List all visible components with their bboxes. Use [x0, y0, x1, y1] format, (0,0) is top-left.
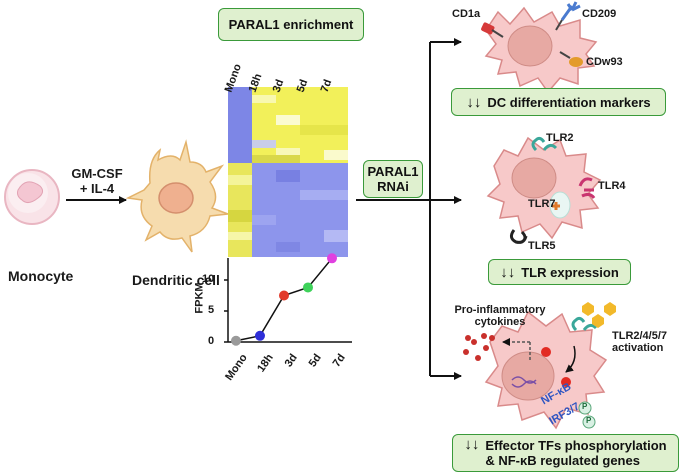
tlr4-receptor — [578, 177, 596, 199]
tlr2-label: TLR2 — [546, 132, 574, 144]
cdw93-receptor — [569, 57, 583, 67]
dendritic-cell — [125, 139, 229, 253]
monocyte-cell — [4, 169, 60, 225]
tlr-expression-text: TLR expression — [521, 264, 619, 280]
y-axis-label: FPKM — [193, 282, 206, 314]
tlr7-label: TLR7 — [528, 198, 556, 210]
dc-differentiation-box: ↓↓ DC differentiation markers — [451, 88, 666, 116]
tlr-expression-box: ↓↓ TLR expression — [488, 259, 631, 285]
line-chart — [224, 253, 352, 346]
cd209-receptor — [560, 1, 581, 21]
effector-line-1: Effector TFs phosphorylation — [485, 438, 667, 453]
dendritic-cell-label: Dendritic cell — [132, 272, 220, 288]
data-point-5d — [303, 282, 313, 293]
down-arrows-icon-2: ↓↓ — [500, 263, 516, 281]
ytick-label-5: 5 — [208, 304, 215, 316]
cytokines-label: Pro-inflammatory cytokines — [450, 304, 550, 328]
tlr4-label: TLR4 — [598, 180, 626, 192]
data-point-7d — [327, 253, 337, 264]
dna-icon — [511, 376, 537, 388]
monocyte-label: Monocyte — [8, 268, 74, 284]
ytick-label-10: 10 — [202, 273, 215, 285]
dc-cell-markers — [481, 1, 598, 94]
ytick-label-0: 0 — [208, 335, 215, 347]
phospho-label-1: P — [582, 402, 588, 411]
heatmap — [228, 87, 348, 257]
tlr5-label: TLR5 — [528, 240, 556, 252]
phospho-2 — [582, 415, 596, 429]
data-point-3d — [279, 290, 289, 301]
cd209-label: CD209 — [582, 8, 617, 20]
effector-tf-text: Effector TFs phosphorylation & NF-κB reg… — [485, 438, 666, 468]
down-arrows-icon: ↓↓ — [466, 93, 482, 111]
tf-red-2 — [561, 377, 571, 387]
paral1-enrichment-box: PARAL1 enrichment — [218, 8, 364, 41]
stimulus-label: GM-CSF + IL-4 — [66, 166, 128, 196]
stimulus-line-1: GM-CSF — [71, 166, 123, 181]
cd1a-receptor — [481, 22, 495, 35]
cdw93-label: CDw93 — [586, 56, 623, 68]
activation-line-2: activation — [612, 342, 664, 354]
data-point-mono — [231, 335, 241, 346]
rnai-line-2: RNAi — [377, 179, 409, 194]
stimulus-line-2: + IL-4 — [79, 181, 115, 196]
tlr7-receptor — [552, 202, 560, 210]
phospho-1 — [578, 401, 592, 415]
paral1-rnai-box: PARAL1 RNAi — [363, 160, 423, 198]
tlr5-receptor — [509, 229, 528, 244]
tf-red-1 — [541, 347, 551, 357]
phospho-label-2: P — [586, 416, 592, 425]
dc-cell-effector — [484, 302, 616, 430]
cytokines-line-2: cytokines — [474, 316, 526, 328]
data-point-18h — [255, 330, 265, 341]
dc-cell-tlr — [486, 136, 602, 244]
tlr2-receptor — [531, 136, 558, 152]
ligand-hex-1 — [592, 314, 604, 328]
down-arrows-icon-3: ↓↓ — [464, 436, 480, 453]
cytokine-dots — [463, 333, 495, 361]
ligand-hex-2 — [604, 302, 616, 316]
activation-line-1: TLR2/4/5/7 — [612, 330, 668, 342]
tlr-receptor-effector — [571, 316, 598, 332]
dc-differentiation-text: DC differentiation markers — [487, 94, 651, 110]
rnai-line-1: PARAL1 — [367, 164, 419, 179]
activation-label: TLR2/4/5/7 activation — [612, 330, 667, 354]
effector-line-2: & NF-κB regulated genes — [485, 453, 640, 468]
cd1a-label: CD1a — [452, 8, 481, 20]
ligand-hex-3 — [582, 302, 594, 316]
cytokines-line-1: Pro-inflammatory — [454, 304, 546, 316]
effector-tf-box: ↓↓ Effector TFs phosphorylation & NF-κB … — [452, 434, 679, 472]
